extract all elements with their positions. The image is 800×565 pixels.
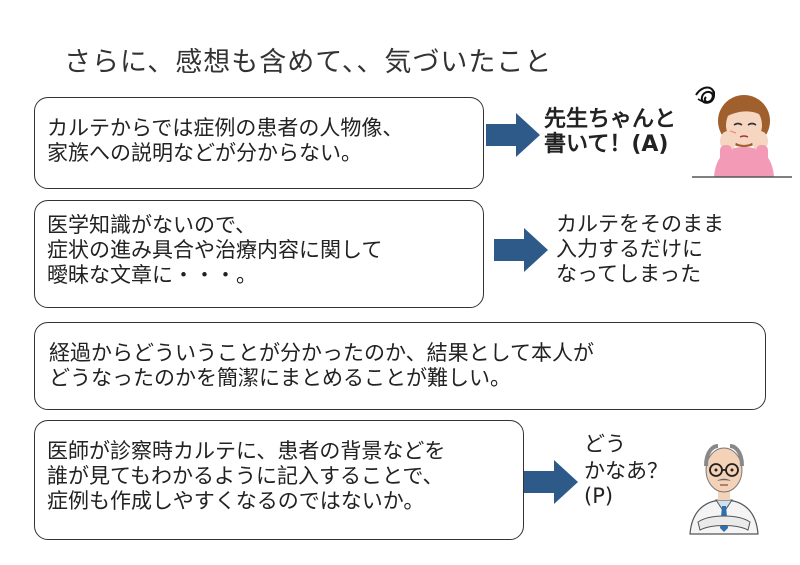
box-1-line-2: 家族への説明などが分からない。 <box>47 141 362 165</box>
box-3-line-1: 経過からどういうことが分かったのか、結果として本人が <box>49 341 594 365</box>
box-3-line-2: どうなったのかを簡潔にまとめることが難しい。 <box>49 366 511 390</box>
observation-box-4: 医師が診察時カルテに、患者の背景などを 誰が見てもわかるように記入することで、 … <box>34 420 524 540</box>
note-1-line-2: 書いて！(A) <box>544 132 669 157</box>
slide-title: さらに、感想も含めて、、気づいたこと <box>64 47 553 78</box>
observation-box-2: 医学知識がないので、 症状の進み具合や治療内容に関して 曖昧な文章に・・・。 <box>34 200 484 308</box>
note-1-line-1: 先生ちゃんと <box>544 107 677 132</box>
box-4-line-1: 医師が診察時カルテに、患者の背景などを <box>47 439 446 463</box>
note-3: どう かなあ？ (P) <box>584 432 668 509</box>
note-2-line-1: カルテをそのまま <box>556 212 724 236</box>
box-4-line-2: 誰が見てもわかるように記入することで、 <box>47 464 444 488</box>
note-2-line-2: 入力するだけに <box>556 237 703 261</box>
arrow-right-icon <box>494 228 548 272</box>
box-2-line-1: 医学知識がないので、 <box>47 213 257 237</box>
observation-box-1: カルテからでは症例の患者の人物像、 家族への説明などが分からない。 <box>34 97 484 189</box>
box-2-line-3: 曖昧な文章に・・・。 <box>47 263 257 287</box>
note-1: 先生ちゃんと 書いて！(A) <box>544 107 676 157</box>
arrow-right-icon <box>524 460 578 504</box>
worried-woman-illustration <box>692 86 792 178</box>
box-4-line-3: 症例も作成しやすくなるのではないか。 <box>47 489 425 513</box>
note-3-line-1: どう <box>584 432 626 456</box>
arrow-right-icon <box>486 113 540 157</box>
note-2-line-3: なってしまった <box>556 262 702 286</box>
doctor-illustration <box>689 444 759 535</box>
note-2: カルテをそのまま 入力するだけに なってしまった <box>556 212 724 287</box>
box-2-line-2: 症状の進み具合や治療内容に関して <box>47 238 383 262</box>
box-1-line-1: カルテからでは症例の患者の人物像、 <box>47 116 404 140</box>
note-3-line-3: (P) <box>584 484 614 508</box>
note-3-line-2: かなあ？ <box>584 459 668 483</box>
observation-box-3: 経過からどういうことが分かったのか、結果として本人が どうなったのかを簡潔にまと… <box>34 322 766 410</box>
